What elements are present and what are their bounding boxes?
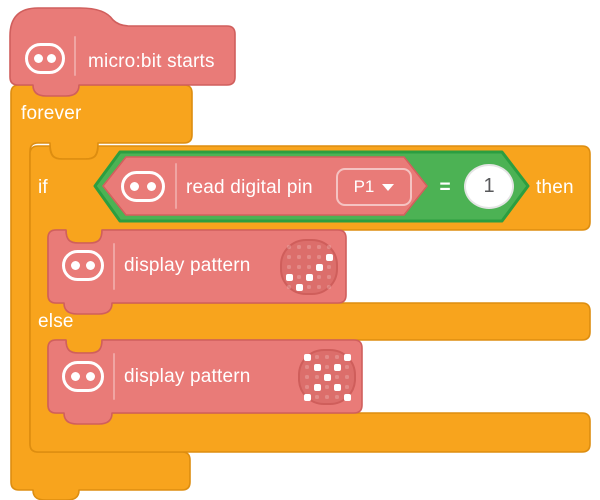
read-digital-pin-label: read digital pin [186, 177, 313, 198]
led-dot-off [327, 265, 331, 269]
led-dot-off [297, 255, 301, 259]
led-dot-on [315, 263, 323, 271]
display-pattern-block-1[interactable] [47, 229, 347, 315]
led-dot-off [297, 275, 301, 279]
microbit-face-icon [25, 43, 65, 74]
chevron-down-icon [382, 183, 395, 191]
face-eye-icon [86, 261, 95, 270]
face-eye-icon [34, 54, 43, 63]
led-dot-off [317, 285, 321, 289]
led-dot-off [305, 365, 309, 369]
led-dot-on [343, 393, 351, 401]
led-dot-off [307, 255, 311, 259]
led-dot-off [327, 285, 331, 289]
else-label: else [38, 311, 74, 332]
led-dot-on [343, 353, 351, 361]
display-pattern-block-2[interactable] [47, 339, 363, 425]
led-pattern-x-icon[interactable] [298, 349, 356, 405]
led-dot-off [317, 245, 321, 249]
led-dot-off [327, 275, 331, 279]
led-dot-off [307, 245, 311, 249]
then-label: then [536, 177, 574, 198]
led-dot-off [335, 375, 339, 379]
read-pin-divider [175, 163, 177, 209]
display-pattern-label-1: display pattern [124, 255, 251, 276]
microbit-face-icon [121, 171, 165, 202]
display1-divider [113, 243, 115, 290]
led-dot-off [305, 385, 309, 389]
if-label: if [38, 177, 48, 198]
face-eye-icon [86, 372, 95, 381]
led-dot-off [307, 285, 311, 289]
face-eye-icon [130, 182, 139, 191]
led-dot-off [335, 355, 339, 359]
led-dot-on [333, 363, 341, 371]
led-dot-on [313, 363, 321, 371]
forever-label: forever [21, 103, 82, 124]
led-dot-off [325, 365, 329, 369]
pin-dropdown-value: P1 [353, 177, 375, 196]
led-dot-off [315, 395, 319, 399]
led-dot-off [327, 245, 331, 249]
led-dot-on [295, 283, 303, 291]
comparison-value-input[interactable]: 1 [464, 164, 514, 209]
led-dot-on [313, 383, 321, 391]
display-pattern-label-2: display pattern [124, 366, 251, 387]
led-dot-off [317, 255, 321, 259]
microbit-face-icon [62, 361, 104, 392]
led-dot-off [317, 275, 321, 279]
led-dot-off [345, 385, 349, 389]
led-dot-off [297, 245, 301, 249]
led-dot-on [333, 383, 341, 391]
led-pattern-check-icon[interactable] [280, 239, 338, 295]
display2-divider [113, 353, 115, 400]
start-hat-block[interactable] [9, 7, 236, 97]
led-dot-off [315, 355, 319, 359]
pin-dropdown[interactable]: P1 [336, 168, 412, 206]
led-dot-off [325, 395, 329, 399]
equals-operator: = [439, 177, 451, 198]
led-dot-off [315, 375, 319, 379]
led-dot-off [305, 375, 309, 379]
led-dot-off [287, 255, 291, 259]
face-eye-icon [71, 261, 80, 270]
led-dot-off [287, 265, 291, 269]
face-eye-icon [71, 372, 80, 381]
face-eye-icon [47, 54, 56, 63]
led-dot-on [285, 273, 293, 281]
start-block-label: micro:bit starts [88, 51, 215, 72]
led-dot-on [323, 373, 331, 381]
led-dot-off [287, 285, 291, 289]
led-dot-off [335, 395, 339, 399]
hat-divider [74, 36, 76, 76]
read-digital-pin-hexagon[interactable] [102, 156, 428, 216]
led-dot-on [303, 393, 311, 401]
comparison-value: 1 [483, 175, 495, 197]
led-dot-off [325, 355, 329, 359]
led-dot-off [307, 265, 311, 269]
led-dot-off [325, 385, 329, 389]
microbit-face-icon [62, 250, 104, 281]
led-dot-off [297, 265, 301, 269]
led-dot-on [325, 253, 333, 261]
led-dot-off [287, 245, 291, 249]
led-dot-off [345, 365, 349, 369]
led-dot-on [305, 273, 313, 281]
led-dot-on [303, 353, 311, 361]
face-eye-icon [147, 182, 156, 191]
led-dot-off [345, 375, 349, 379]
